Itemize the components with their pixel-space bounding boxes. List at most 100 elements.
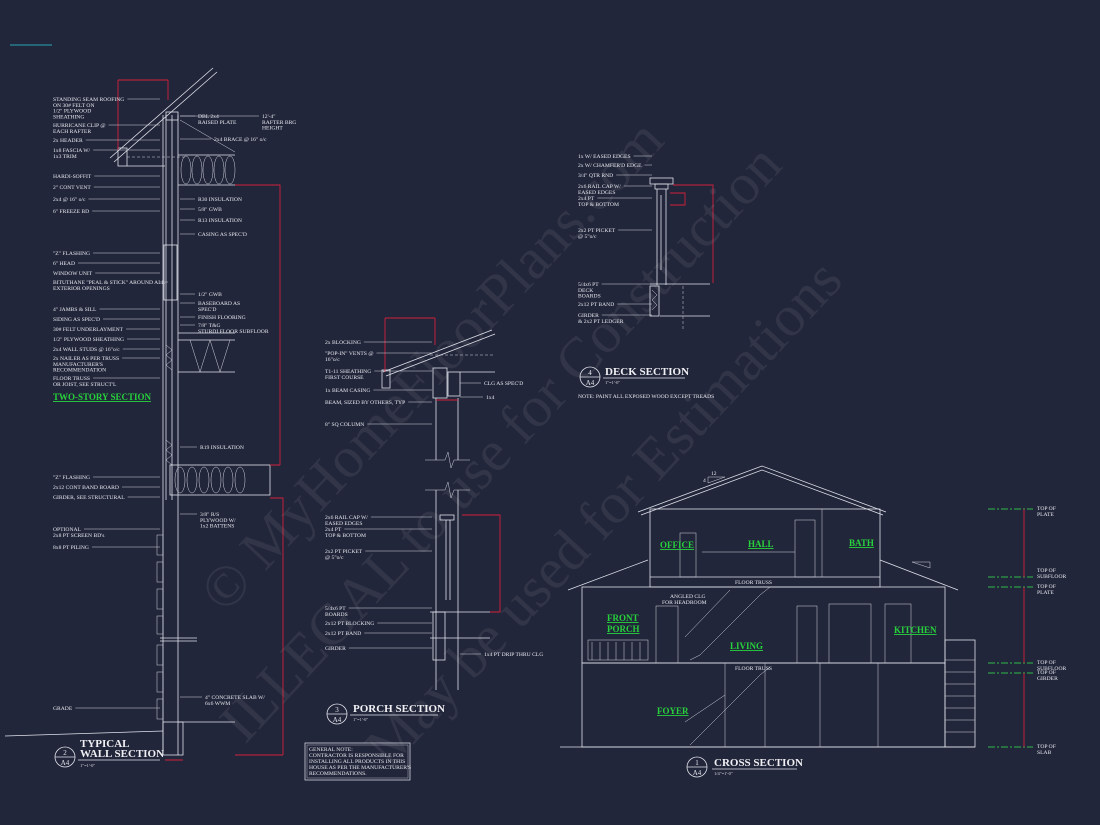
callout-text: 1x8 FASCIA W/ — [53, 148, 91, 154]
callout-text: BASEBOARD AS — [198, 301, 240, 307]
callout-text: 1x2 BATTENS — [200, 524, 234, 530]
callout-text: DBL 2x4 — [198, 114, 219, 120]
callout-text: 2x4 PT — [325, 527, 342, 533]
watermark: © MyHomeFloorPlans.com ILLEGAL to use fo… — [187, 107, 854, 779]
callout-text: "Z" FLASHING — [53, 251, 90, 257]
callout-text: 2x NAILER AS PER TRUSS — [53, 356, 119, 362]
callout-text: 2x12 CONT BAND BOARD — [53, 485, 119, 491]
callout-text: SHEATHING — [53, 114, 84, 120]
callout-text: 8" SQ COLUMN — [325, 422, 364, 428]
wall-section-callout: BITUTHANE "PEAL & STICK" AROUND ALLEXTER… — [53, 280, 169, 292]
wall-section-callout: 30# FELT UNDERLAYMENT — [53, 327, 160, 333]
wall-section-callout: 8x8 PT PILING — [53, 545, 160, 551]
porch-section-callout: CLG AS SPEC'D — [460, 381, 523, 387]
callout-text: 1x4 — [486, 395, 495, 401]
callout-text: 6" HEAD — [53, 261, 75, 267]
callout-text: 2x4 WALL STUDS @ 16"o/c — [53, 347, 120, 353]
callout-text: 2x12 PT BAND — [578, 302, 614, 308]
wall-section-callout: 2x12 CONT BAND BOARD — [53, 485, 160, 491]
room-foyer: FOYER — [657, 706, 689, 716]
porch-section-callout: 1x4 PT DRIP THRU CLG — [460, 652, 543, 658]
callout-text: 2x12 PT BAND — [325, 631, 361, 637]
callout-text: STURDI FLOOR SUBFLOOR — [198, 329, 269, 335]
callout-text: 1/2" PLYWOOD — [53, 109, 91, 115]
callout-text: 2x4 BRACE @ 16" o/c — [214, 137, 267, 143]
deck-section-callout: 2x W/ CHAMFER'D EDGE — [578, 163, 652, 169]
callout-text: EASED EDGES — [325, 521, 362, 527]
callout-text: HEIGHT — [262, 126, 283, 132]
callout-text: GRADE — [53, 706, 73, 712]
svg-text:CONTRACTOR IS RESPONSIBLE FOR: CONTRACTOR IS RESPONSIBLE FOR — [309, 753, 404, 759]
room-living: LIVING — [730, 641, 763, 651]
angled-ceiling-note: ANGLED CLG — [670, 594, 706, 600]
room-office: OFFICE — [660, 540, 694, 550]
callout-text: 2x2 PT PICKET — [325, 549, 363, 555]
wall-section-callout: 6" HEAD — [53, 261, 160, 267]
floor-truss-note: FLOOR TRUSS — [735, 580, 772, 586]
two-story-section-subtitle: TWO-STORY SECTION — [53, 392, 151, 402]
callout-text: GIRDER — [578, 313, 599, 319]
callout-text: "Z" FLASHING — [53, 475, 90, 481]
callout-text: @ 5"o/c — [578, 234, 597, 240]
callout-text: 30# FELT UNDERLAYMENT — [53, 327, 124, 333]
wall-section-callout: WINDOW UNIT — [53, 271, 160, 277]
svg-text:RECOMMENDATIONS.: RECOMMENDATIONS. — [309, 771, 367, 777]
callout-text: 1x4 PT DRIP THRU CLG — [484, 652, 543, 658]
porch-section-callout: BEAM, SIZED BY OTHERS, TYP — [325, 400, 432, 406]
callout-text: "POP-IN" VENTS @ — [325, 351, 373, 357]
cross-section-drawing — [560, 465, 1033, 748]
callout-text: SLAB — [1037, 750, 1052, 756]
callout-text: TOP & BOTTOM — [325, 533, 366, 539]
callout-text: RAFTER BRG — [262, 120, 296, 126]
porch-section-callout: 1x4 — [460, 395, 495, 401]
callout-text: ON 30# FELT ON — [53, 103, 95, 109]
callout-text: CLG AS SPEC'D — [484, 381, 523, 387]
svg-text:A4: A4 — [693, 769, 702, 777]
wall-section-callout: 4" CONCRETE SLAB W/6x6 WWM — [180, 695, 265, 707]
room-kitchen: KITCHEN — [894, 625, 937, 635]
general-note: GENERAL NOTE: CONTRACTOR IS RESPONSIBLE … — [304, 742, 411, 781]
callout-text: GIRDER — [325, 646, 346, 652]
svg-text:CROSS SECTION: CROSS SECTION — [714, 757, 803, 769]
wall-section-callout: GRADE — [53, 706, 160, 712]
deck-section-callout: GIRDER& 2x2 PT LEDGER — [578, 313, 652, 325]
porch-section-callout: 2x12 PT BLOCKING — [325, 621, 432, 627]
callout-text: BOARDS — [578, 294, 601, 300]
callout-text: 3/4" QTR RND — [578, 173, 613, 179]
svg-text:HOUSE AS PER THE MANUFACTURER': HOUSE AS PER THE MANUFACTURER'S — [309, 765, 411, 771]
callout-text: 6" FREEZE BD — [53, 209, 89, 215]
callout-text: TOP OF — [1037, 660, 1056, 666]
porch-section-callout: GIRDER — [325, 646, 432, 652]
wall-section-callout: SIDING AS SPEC'D — [53, 317, 160, 323]
callout-text: PLATE — [1037, 590, 1054, 596]
svg-text:1"=1'-0": 1"=1'-0" — [353, 717, 368, 722]
svg-text:TYPICAL: TYPICAL — [80, 738, 130, 750]
callout-text: PLYWOOD W/ — [200, 518, 236, 524]
callout-text: 5/4x6 PT — [578, 282, 599, 288]
callout-text: @ 5"o/c — [325, 555, 344, 561]
callout-text: 5/4x6 PT — [325, 606, 346, 612]
callout-text: OPTIONAL — [53, 527, 82, 533]
wall-section-callout: "Z" FLASHING — [53, 251, 160, 257]
callout-text: EXTERIOR OPENINGS — [53, 286, 110, 292]
svg-text:DECK SECTION: DECK SECTION — [605, 366, 689, 378]
callout-text: 2x8 PT SCREEN BD's — [53, 533, 104, 539]
svg-text:1: 1 — [695, 759, 699, 767]
callout-text: 1/2" PLYWOOD SHEATHING — [53, 337, 124, 343]
wall-section-callout: 6" FREEZE BD — [53, 209, 160, 215]
svg-text:A4: A4 — [61, 759, 70, 767]
svg-text:A4: A4 — [586, 379, 595, 387]
callout-text: SPEC'D — [198, 307, 216, 313]
level-markers — [988, 508, 1033, 748]
